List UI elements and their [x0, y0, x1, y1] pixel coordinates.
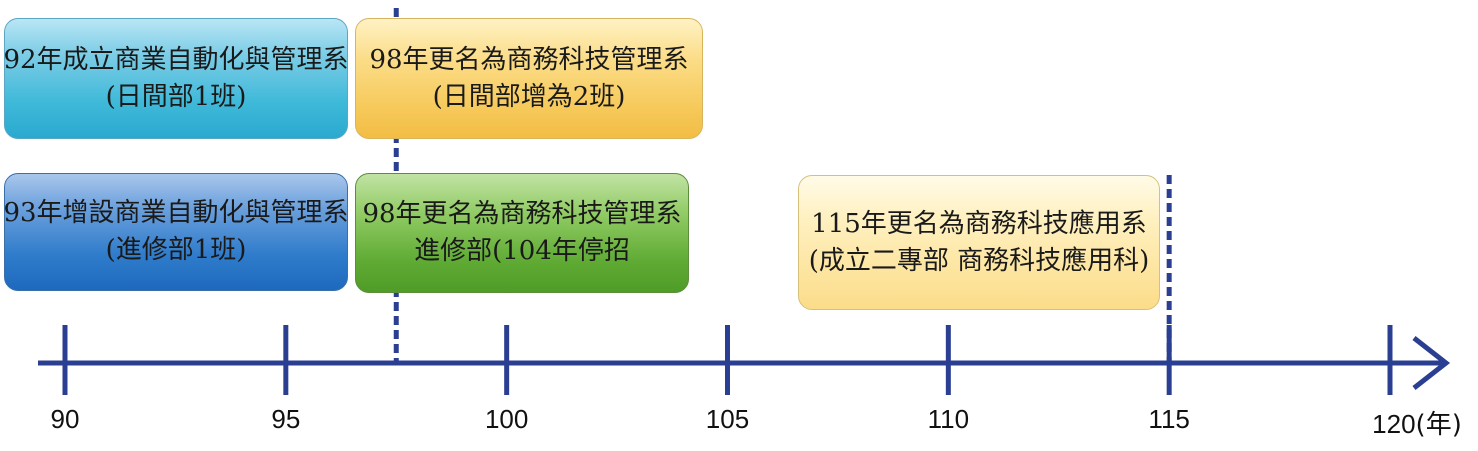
- tick-label: 120(年): [1372, 409, 1462, 440]
- event-box-evening-division-renamed: 98年更名為商務科技管理系 進修部(104年停招: [355, 173, 689, 293]
- tick-label: 100: [484, 404, 529, 434]
- tick-label: 115: [1148, 404, 1190, 434]
- event-subtitle: (日間部增為2班): [432, 81, 626, 112]
- event-box-day-division-renamed: 98年更名為商務科技管理系 (日間部增為2班): [355, 18, 703, 139]
- tick-label: 105: [705, 404, 750, 434]
- event-title: 115年更名為商務科技應用系: [811, 208, 1147, 239]
- timeline-axis: [38, 325, 1451, 395]
- event-title: 98年更名為商務科技管理系: [362, 199, 682, 230]
- event-subtitle: (進修部1班): [105, 235, 247, 265]
- tick-label: 90: [50, 404, 80, 434]
- event-box-evening-division-added: 93年增設商業自動化與管理系 (進修部1班): [4, 173, 348, 291]
- event-box-renamed-applied-dept: 115年更名為商務科技應用系 (成立二專部 商務科技應用科): [798, 175, 1160, 310]
- event-title: 92年成立商業自動化與管理系: [4, 44, 348, 75]
- event-box-day-division-founded: 92年成立商業自動化與管理系 (日間部1班): [4, 18, 348, 139]
- event-title: 93年增設商業自動化與管理系: [4, 198, 348, 229]
- event-subtitle: (日間部1班): [105, 81, 247, 112]
- axis-unit-label: (年): [1415, 410, 1462, 440]
- event-subtitle: 進修部(104年停招: [414, 236, 630, 266]
- tick-label: 95: [271, 404, 301, 434]
- event-title: 98年更名為商務科技管理系: [369, 44, 689, 75]
- event-subtitle: (成立二專部 商務科技應用科): [808, 245, 1150, 276]
- axis-arrow: [1412, 336, 1451, 390]
- tick-label: 110: [927, 404, 970, 434]
